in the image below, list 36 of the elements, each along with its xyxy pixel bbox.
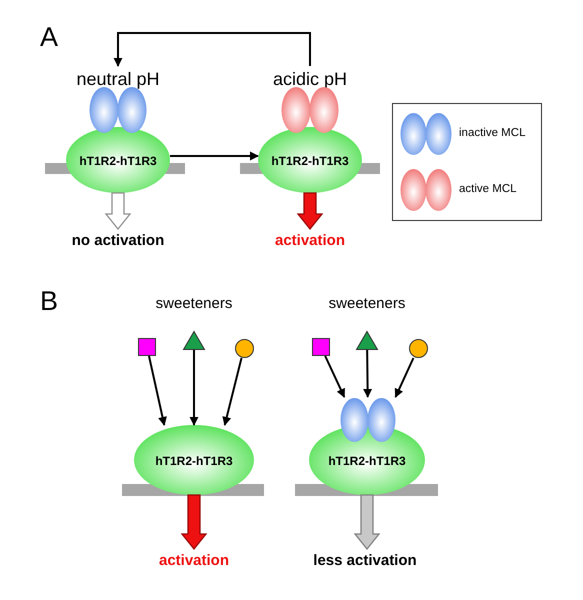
panel-letter: B	[40, 286, 58, 317]
mcl-dimer	[339, 397, 397, 443]
receptor-label: hT1R2-hT1R3	[155, 454, 233, 468]
mcl-dimer	[280, 86, 340, 134]
legend-label: inactive MCL	[459, 127, 526, 139]
sweetener-circle	[235, 339, 254, 358]
outcome-label: less activation	[285, 549, 445, 571]
arrow	[114, 32, 311, 67]
sweetener-square	[312, 338, 330, 356]
block-arrow	[104, 192, 132, 230]
arrow	[394, 358, 414, 398]
legend-label: active MCL	[459, 183, 517, 195]
condition-label: neutral pH	[58, 66, 178, 92]
receptor-label: hT1R2-hT1R3	[79, 154, 157, 168]
outcome-label: activation	[134, 549, 254, 571]
outcome-label: activation	[250, 229, 370, 251]
receptor-label: hT1R2-hT1R3	[328, 454, 406, 468]
sweetener-square	[138, 338, 156, 356]
block-arrow	[180, 494, 208, 550]
arrow	[363, 350, 372, 398]
receptor-label: hT1R2-hT1R3	[271, 154, 349, 168]
outcome-label: no activation	[43, 229, 193, 251]
block-arrow	[354, 494, 380, 550]
arrow	[148, 356, 167, 426]
arrow	[222, 358, 242, 426]
sweetener-triangle	[183, 331, 205, 350]
sweetener-circle	[409, 339, 428, 358]
group-label: sweeteners	[154, 295, 234, 312]
sweetener-triangle	[356, 331, 378, 350]
arrow	[170, 152, 259, 160]
block-arrow	[296, 192, 324, 230]
group-label: sweeteners	[328, 295, 406, 312]
arrow	[324, 356, 346, 398]
panel-letter: A	[40, 22, 58, 53]
arrow	[190, 350, 198, 426]
condition-label: acidic pH	[250, 66, 370, 92]
